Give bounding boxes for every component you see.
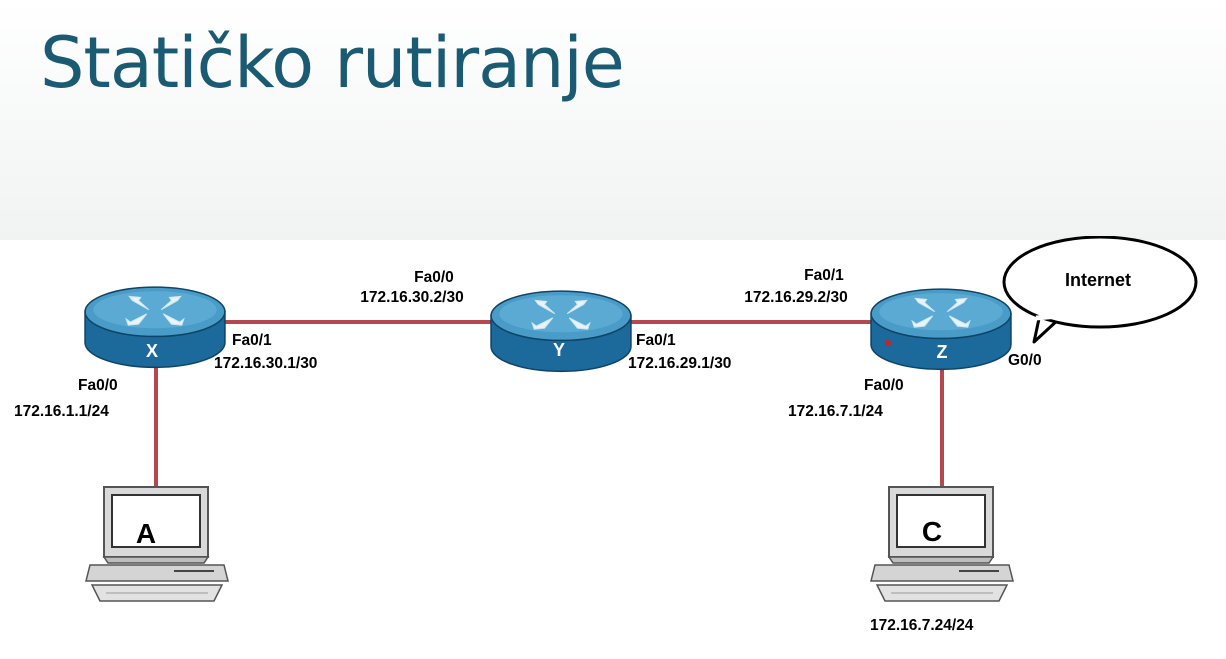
internet-cloud[interactable]: Internet: [1002, 236, 1198, 344]
router-x-label: X: [146, 341, 158, 361]
y-fa01-ip: 172.16.29.1/30: [628, 355, 731, 372]
internet-label: Internet: [1065, 270, 1131, 290]
pc-c[interactable]: C: [870, 486, 1014, 602]
network-diagram: X Y Z A C Internet Fa0/0 172.16.30.2/30 …: [14, 236, 1198, 634]
router-x[interactable]: X: [84, 286, 226, 369]
title-band: [0, 0, 1226, 240]
router-y-label: Y: [553, 340, 565, 360]
router-z-label: Z: [937, 342, 948, 362]
y-fa01-name: Fa0/1: [636, 332, 676, 349]
pc-c-ip: 172.16.7.24/24: [870, 617, 974, 634]
slide-title: Statičko rutiranje: [40, 22, 625, 104]
x-fa01-ip: 172.16.30.1/30: [214, 355, 317, 372]
y-fa00-name: Fa0/0: [414, 269, 454, 286]
y-fa00-ip: 172.16.30.2/30: [360, 289, 463, 306]
z-fa00-ip: 172.16.7.1/24: [788, 403, 883, 420]
router-y[interactable]: Y: [490, 290, 632, 373]
x-fa00-name: Fa0/0: [78, 377, 118, 394]
pc-a[interactable]: A: [85, 486, 229, 602]
z-fa01-name: Fa0/1: [804, 267, 844, 284]
pc-c-label: C: [922, 516, 942, 547]
z-g00-name: G0/0: [1008, 352, 1042, 369]
status-led-icon: [885, 340, 891, 346]
pc-a-label: A: [136, 518, 156, 549]
router-z[interactable]: Z: [870, 288, 1012, 371]
z-fa01-ip: 172.16.29.2/30: [744, 289, 847, 306]
z-fa00-name: Fa0/0: [864, 377, 904, 394]
x-fa01-name: Fa0/1: [232, 332, 272, 349]
x-fa00-ip: 172.16.1.1/24: [14, 403, 109, 420]
